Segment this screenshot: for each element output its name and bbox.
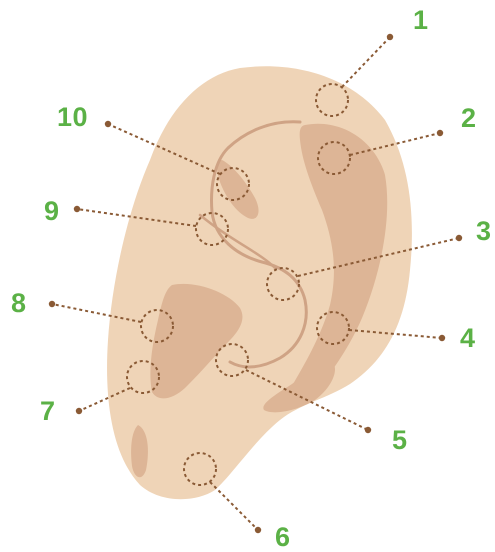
point-5-label: 5 [392, 425, 408, 455]
point-4-dot [439, 335, 445, 341]
point-5-dot [365, 427, 371, 433]
point-8-label: 8 [11, 288, 27, 318]
point-10-dot [105, 121, 111, 127]
point-4-label: 4 [460, 323, 476, 353]
point-1-leader [342, 37, 390, 87]
point-9-label: 9 [44, 196, 60, 226]
point-8-dot [49, 301, 55, 307]
point-6-leader [210, 482, 258, 530]
point-1-dot [387, 34, 393, 40]
point-6-dot [255, 527, 261, 533]
point-3-dot [456, 235, 462, 241]
point-6-label: 6 [275, 522, 291, 552]
point-7-label: 7 [40, 396, 56, 426]
point-2-label: 2 [461, 103, 477, 133]
point-1-label: 1 [413, 5, 429, 35]
point-3-label: 3 [476, 216, 492, 246]
point-2-dot [437, 130, 443, 136]
point-10-label: 10 [57, 102, 88, 132]
point-9-dot [74, 206, 80, 212]
point-7-dot [76, 408, 82, 414]
